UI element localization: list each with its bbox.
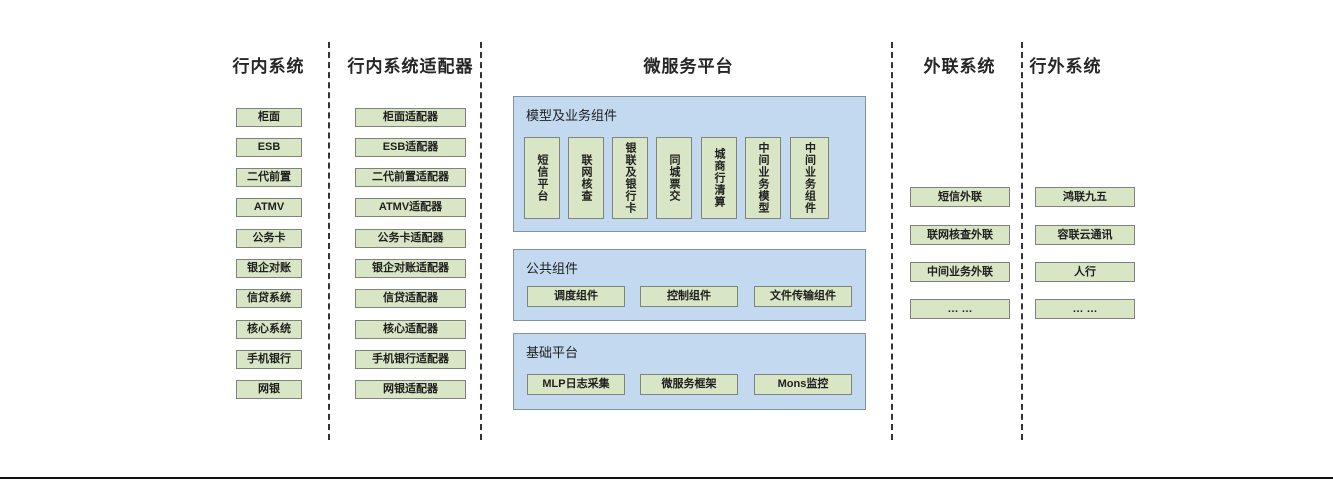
node-model-component-1[interactable]: 联网核查 [568, 137, 604, 219]
node-model-component-3[interactable]: 同城票交 [656, 137, 692, 219]
node-external-link-0[interactable]: 短信外联 [910, 187, 1010, 207]
node-adapter-8[interactable]: 手机银行适配器 [355, 350, 466, 369]
node-external-link-3[interactable]: … … [910, 299, 1010, 319]
node-adapter-6[interactable]: 信贷适配器 [355, 289, 466, 308]
column-title-in-bank-adapters: 行内系统适配器 [347, 57, 474, 76]
node-in-bank-system-0[interactable]: 柜面 [236, 108, 302, 127]
node-base-platform-1[interactable]: 微服务框架 [640, 374, 738, 395]
node-adapter-2[interactable]: 二代前置适配器 [355, 168, 466, 187]
node-in-bank-system-6[interactable]: 信贷系统 [236, 289, 302, 308]
node-in-bank-system-8[interactable]: 手机银行 [236, 350, 302, 369]
node-adapter-4[interactable]: 公务卡适配器 [355, 229, 466, 248]
divider-1 [328, 42, 330, 440]
column-title-outside-bank-systems: 行外系统 [1029, 57, 1102, 76]
node-external-link-1[interactable]: 联网核查外联 [910, 225, 1010, 245]
node-in-bank-system-3[interactable]: ATMV [236, 198, 302, 217]
panel-public-components: 公共组件 [513, 249, 866, 321]
node-model-component-5[interactable]: 中间业务模型 [745, 137, 781, 219]
node-outside-bank-1[interactable]: 容联云通讯 [1035, 225, 1135, 245]
node-adapter-7[interactable]: 核心适配器 [355, 320, 466, 339]
node-adapter-5[interactable]: 银企对账适配器 [355, 259, 466, 278]
node-in-bank-system-1[interactable]: ESB [236, 138, 302, 157]
divider-2 [480, 42, 482, 440]
node-in-bank-system-5[interactable]: 银企对账 [236, 259, 302, 278]
node-public-component-0[interactable]: 调度组件 [527, 286, 625, 307]
node-adapter-9[interactable]: 网银适配器 [355, 380, 466, 399]
panel-label-public-components: 公共组件 [526, 261, 579, 276]
node-in-bank-system-2[interactable]: 二代前置 [236, 168, 302, 187]
node-outside-bank-3[interactable]: … … [1035, 299, 1135, 319]
node-model-component-0[interactable]: 短信平台 [524, 137, 560, 219]
node-adapter-1[interactable]: ESB适配器 [355, 138, 466, 157]
divider-3 [891, 42, 893, 440]
node-external-link-2[interactable]: 中间业务外联 [910, 262, 1010, 282]
panel-base-platform: 基础平台 [513, 333, 866, 410]
column-title-microservice-platform: 微服务平台 [643, 57, 734, 76]
column-title-in-bank-systems: 行内系统 [232, 57, 305, 76]
node-in-bank-system-7[interactable]: 核心系统 [236, 320, 302, 339]
bottom-divider [0, 477, 1333, 479]
panel-label-model-business-components: 模型及业务组件 [526, 108, 618, 123]
divider-4 [1021, 42, 1023, 440]
node-outside-bank-2[interactable]: 人行 [1035, 262, 1135, 282]
node-public-component-2[interactable]: 文件传输组件 [754, 286, 852, 307]
node-adapter-3[interactable]: ATMV适配器 [355, 198, 466, 217]
node-in-bank-system-4[interactable]: 公务卡 [236, 229, 302, 248]
panel-label-base-platform: 基础平台 [526, 345, 579, 360]
node-public-component-1[interactable]: 控制组件 [640, 286, 738, 307]
node-adapter-0[interactable]: 柜面适配器 [355, 108, 466, 127]
column-title-external-link-systems: 外联系统 [923, 57, 996, 76]
node-model-component-6[interactable]: 中间业务组件 [790, 137, 829, 219]
node-outside-bank-0[interactable]: 鸿联九五 [1035, 187, 1135, 207]
node-base-platform-0[interactable]: MLP日志采集 [527, 374, 625, 395]
node-base-platform-2[interactable]: Mons监控 [754, 374, 852, 395]
node-model-component-4[interactable]: 城商行清算 [701, 137, 737, 219]
node-in-bank-system-9[interactable]: 网银 [236, 380, 302, 399]
node-model-component-2[interactable]: 银联及银行卡 [612, 137, 648, 219]
